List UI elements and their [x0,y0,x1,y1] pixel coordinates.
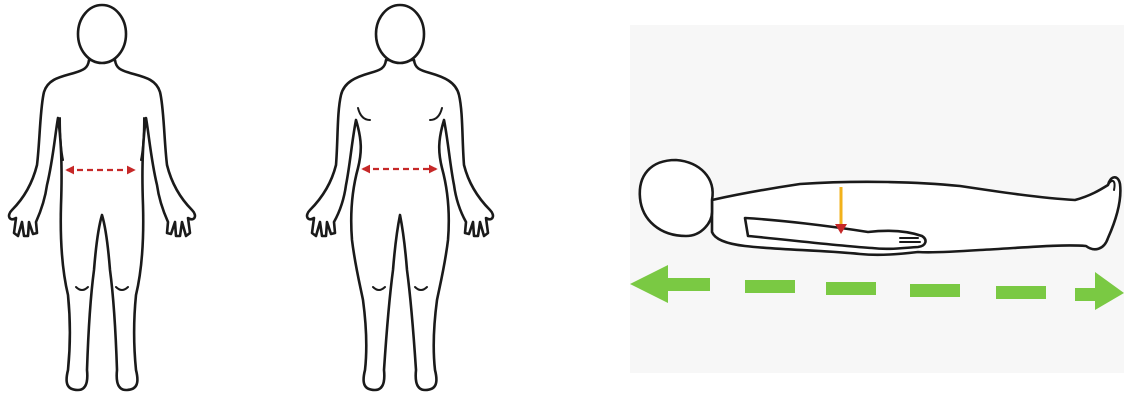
male-body-outline [9,60,195,390]
length-arrow-dash [826,282,876,295]
length-arrow-dash [745,280,795,293]
female-body-outline [307,60,493,390]
supine-figure-panel [630,25,1124,373]
length-arrow-dash [1075,288,1095,301]
male-head [78,5,126,63]
female-standing-figure [307,5,493,390]
length-arrow-dash [996,286,1046,299]
male-standing-figure [9,5,195,390]
length-arrow-dash [668,278,710,291]
length-arrow-dash [910,284,960,297]
female-head [376,5,424,63]
